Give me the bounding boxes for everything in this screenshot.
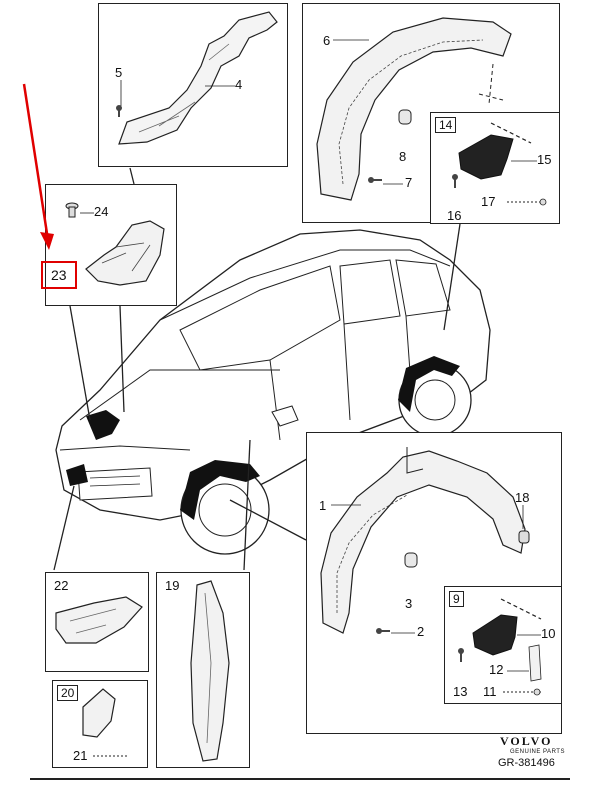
clip-icon-18	[518, 530, 530, 544]
diagram-code: GR-381496	[498, 757, 555, 769]
screw-icon-16	[452, 174, 458, 188]
leader-line-10	[517, 634, 541, 636]
panel-part-22: 22	[45, 572, 149, 672]
callout-21: 21	[73, 748, 88, 763]
brand-logo: VOLVO	[500, 734, 553, 748]
callout-19: 19	[165, 578, 180, 593]
callout-5: 5	[115, 65, 123, 80]
callout-3: 3	[405, 596, 413, 611]
leader-line-18	[522, 505, 524, 529]
panel-part-19: 19	[156, 572, 250, 768]
leader-line-5	[120, 80, 122, 106]
callout-2: 2	[417, 624, 425, 639]
callout-17: 17	[481, 194, 496, 209]
leader-line-4	[205, 85, 235, 87]
callout-15: 15	[537, 152, 552, 167]
screw-icon	[116, 105, 122, 117]
red-arrow-icon	[22, 83, 54, 250]
leader-line-15	[511, 160, 537, 162]
callout-16: 16	[447, 208, 462, 223]
rivet-strip-17	[507, 198, 547, 206]
callout-4: 4	[235, 77, 243, 92]
panel-mudflap-front: 9 10 12 13 11	[444, 586, 562, 704]
callout-7: 7	[405, 175, 413, 190]
sill-panel-part-19	[190, 580, 230, 762]
air-guide-part-23	[85, 220, 165, 286]
bottom-rule	[30, 778, 570, 780]
clip-icon-24	[65, 202, 79, 218]
callout-20: 20	[57, 685, 79, 701]
panel-part-20: 20 21	[52, 680, 148, 768]
clip-icon-8	[398, 109, 412, 125]
highlight-box-23	[41, 261, 77, 289]
brand-sub: GENUINE PARTS	[510, 749, 565, 755]
leader-line-1	[331, 504, 361, 506]
callout-18: 18	[515, 490, 530, 505]
callout-9: 9	[449, 591, 464, 607]
callout-12: 12	[489, 662, 504, 677]
leader-line-7	[383, 183, 403, 185]
callout-6: 6	[323, 33, 331, 48]
wheel-liner-rear-part-6	[316, 17, 512, 201]
panel-part-23: 24	[45, 184, 177, 306]
screw-icon-13	[458, 648, 464, 662]
callout-22: 22	[54, 578, 69, 593]
callout-23: 23	[51, 267, 67, 283]
callout-1: 1	[319, 498, 327, 513]
callout-10: 10	[541, 626, 556, 641]
car-illustration	[55, 229, 491, 555]
splash-guard-part-4	[118, 11, 278, 145]
callout-11: 11	[483, 684, 497, 699]
callout-24: 24	[94, 204, 109, 219]
clip-icon-3	[404, 552, 418, 568]
callout-13: 13	[453, 684, 468, 699]
leader-line-24	[80, 212, 94, 214]
panel-part-4: 5 4	[98, 3, 288, 167]
rivet-strip-11	[503, 688, 543, 696]
leader-line-6	[333, 39, 369, 41]
leader-line-2	[391, 632, 415, 634]
callout-14: 14	[435, 117, 457, 133]
callout-8: 8	[399, 149, 407, 164]
screw-icon-7	[368, 177, 382, 183]
screw-icon-2	[376, 628, 390, 634]
panel-mudflap-rear: 14 15 16 17	[430, 112, 560, 224]
underbody-panel-part-22	[55, 596, 143, 644]
bracket-part-20	[82, 688, 116, 738]
mudflap-front-part-10	[472, 598, 542, 682]
leader-line-12	[507, 670, 529, 672]
mudflap-rear-part-15	[458, 122, 532, 180]
rivet-strip-21	[93, 755, 127, 757]
